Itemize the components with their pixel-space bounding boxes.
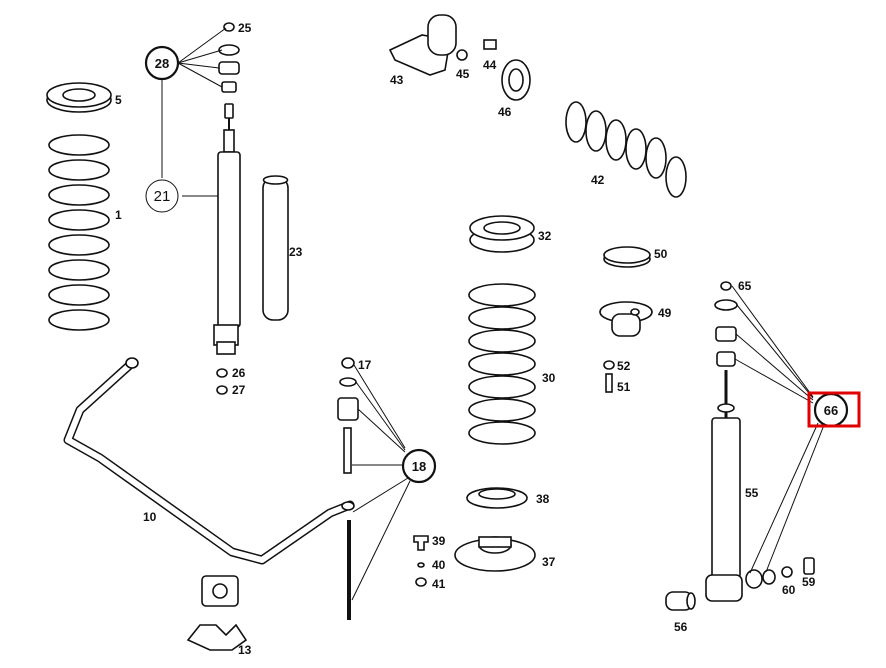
label-65: 65: [738, 279, 752, 293]
part-1-coil-spring[interactable]: [48, 134, 110, 340]
callout-28[interactable]: 28: [144, 45, 180, 81]
label-38: 38: [536, 492, 550, 506]
label-13: 13: [238, 643, 252, 657]
label-55: 55: [745, 486, 759, 500]
part-37-spring-plate[interactable]: [454, 536, 536, 572]
part-41-nut[interactable]: [415, 577, 427, 587]
callout-21-label: 21: [154, 188, 171, 205]
part-5-spring-pad[interactable]: [46, 82, 112, 113]
label-37: 37: [542, 555, 556, 569]
label-26: 26: [232, 366, 246, 380]
part-60-washer[interactable]: [781, 566, 793, 578]
label-30: 30: [542, 371, 556, 385]
part-28-washers[interactable]: [218, 44, 240, 119]
label-42: 42: [591, 173, 605, 187]
part-39-bolt[interactable]: [413, 535, 429, 551]
label-43: 43: [390, 73, 404, 87]
part-66-bushing[interactable]: [745, 569, 776, 589]
part-13-bracket[interactable]: [186, 575, 248, 651]
part-number-labels: 5 1 25 23 26 27 10 13 17 43 45 44 46 42 …: [115, 21, 816, 657]
part-42-coil-spring[interactable]: [565, 101, 687, 198]
label-41: 41: [432, 577, 446, 591]
part-40-washer[interactable]: [417, 562, 425, 568]
callout-21[interactable]: 21: [145, 179, 179, 213]
part-59-bolt[interactable]: [803, 557, 815, 575]
label-1: 1: [115, 208, 122, 222]
part-10-stabilizer-bar[interactable]: [63, 357, 355, 565]
label-46: 46: [498, 105, 512, 119]
label-39: 39: [432, 534, 446, 548]
label-27: 27: [232, 383, 246, 397]
label-23: 23: [289, 245, 303, 259]
part-38-spring-seat[interactable]: [466, 487, 528, 509]
part-49-mount[interactable]: [599, 301, 653, 337]
callout-18[interactable]: 18: [401, 448, 437, 484]
callout-28-label: 28: [155, 56, 169, 71]
part-30-coil-spring[interactable]: [468, 283, 536, 445]
label-44: 44: [483, 58, 497, 72]
highlight-box-66: [807, 391, 861, 428]
part-55-shock-absorber[interactable]: [705, 370, 743, 602]
part-26-nut[interactable]: [216, 368, 228, 378]
part-52-nut[interactable]: [603, 360, 615, 370]
part-32-spring-seat[interactable]: [469, 215, 535, 253]
callout-18-label: 18: [412, 459, 426, 474]
label-10: 10: [143, 510, 157, 524]
label-52: 52: [617, 359, 631, 373]
part-66-set[interactable]: [714, 299, 738, 367]
part-50-cap[interactable]: [603, 246, 651, 268]
label-49: 49: [658, 306, 672, 320]
part-25-nut[interactable]: [223, 22, 235, 32]
label-25: 25: [238, 21, 252, 35]
part-27-washer[interactable]: [216, 385, 228, 395]
label-32: 32: [538, 229, 552, 243]
label-45: 45: [456, 67, 470, 81]
label-56: 56: [674, 620, 688, 634]
label-5: 5: [115, 93, 122, 107]
label-60: 60: [782, 583, 796, 597]
part-44-bolt[interactable]: [483, 39, 497, 50]
part-23-dust-cover[interactable]: [262, 175, 289, 321]
label-51: 51: [617, 380, 631, 394]
part-65-nut[interactable]: [720, 281, 732, 291]
part-46-clamp[interactable]: [501, 59, 531, 101]
label-59: 59: [802, 575, 816, 589]
label-50: 50: [654, 247, 668, 261]
callout-66[interactable]: 66: [813, 392, 849, 428]
label-40: 40: [432, 558, 446, 572]
part-45-nut[interactable]: [456, 49, 468, 61]
part-21-shock-absorber[interactable]: [213, 108, 241, 355]
part-56-bushing[interactable]: [665, 591, 696, 611]
leader-lines: [161, 27, 825, 601]
callout-66-label: 66: [824, 403, 838, 418]
part-17-nut[interactable]: [341, 357, 355, 369]
label-17: 17: [358, 358, 372, 372]
part-18-link-set[interactable]: [337, 377, 359, 620]
part-51-bolt[interactable]: [605, 373, 613, 393]
part-43-mount[interactable]: [388, 14, 457, 76]
